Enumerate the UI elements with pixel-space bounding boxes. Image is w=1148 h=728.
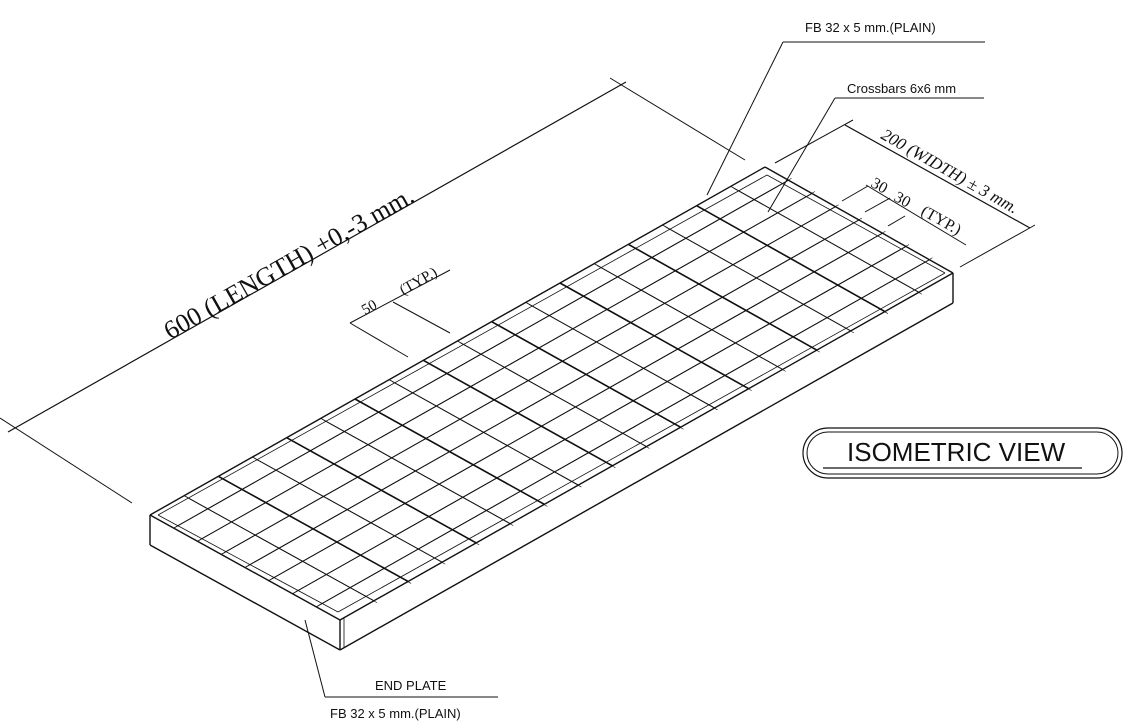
- frame-edge: [149, 166, 766, 516]
- grating-crossbar-edge: [271, 230, 886, 579]
- bar-pitch-typ: (TYP.): [918, 203, 964, 239]
- side-bar-bottom: [339, 302, 954, 651]
- frame-edge: [764, 166, 954, 274]
- grating-bar-edge: [357, 400, 548, 507]
- grating-bar-edge: [733, 188, 923, 295]
- grating-body: [149, 166, 954, 651]
- grating-bar-edge: [665, 226, 854, 334]
- end-plate-callout: END PLATE FB 32 x 5 mm.(PLAIN): [304, 619, 498, 721]
- frame-inner-edge: [157, 514, 339, 613]
- crossbar-callout: Crossbars 6x6 mm: [767, 81, 984, 213]
- end-plate-title: END PLATE: [375, 678, 447, 693]
- frame-inner-edge: [157, 174, 768, 516]
- grating-bar-edge: [255, 458, 446, 565]
- view-title: ISOMETRIC VIEW: [847, 437, 1066, 467]
- grating-crossbar-edge: [176, 177, 792, 527]
- grating-bar-edge: [460, 342, 650, 449]
- grating-bar-edge: [289, 439, 480, 546]
- crossbar-label: Crossbars 6x6 mm: [847, 81, 956, 96]
- grating-bar-edge: [392, 381, 582, 488]
- view-title-box: ISOMETRIC VIEW: [802, 427, 1123, 479]
- grating-crossbar-edge: [319, 257, 933, 606]
- frame-inner-edge: [766, 174, 946, 274]
- grating-bar-edge: [187, 497, 378, 603]
- grating-bar-edge: [323, 420, 514, 526]
- grating-bar-edge: [699, 207, 889, 314]
- end-plate-spec: FB 32 x 5 mm.(PLAIN): [330, 706, 461, 721]
- grating-bar-edge: [221, 478, 412, 584]
- crossbar-pitch-label: 50: [359, 297, 380, 318]
- crossbar-pitch-typ: (TYP.): [397, 265, 440, 299]
- grating-bar-edge: [528, 304, 718, 411]
- bar-pitch-dimension: 30 30 (TYP.): [841, 175, 967, 246]
- grating-crossbar-edge: [200, 191, 816, 540]
- grating-crossbar-edge: [295, 244, 910, 593]
- frame-inner-edge: [337, 272, 946, 613]
- grating-crossbar-edge: [247, 217, 863, 566]
- grating-bar-edge: [562, 284, 752, 391]
- frame-edge: [149, 514, 341, 621]
- bearing-bar-label: FB 32 x 5 mm.(PLAIN): [805, 20, 936, 35]
- grating-bar-edge: [494, 323, 684, 430]
- grating-bar-edge: [426, 362, 616, 469]
- grating-crossbar-edge: [224, 204, 839, 553]
- grating-bar-edge: [597, 265, 786, 372]
- frame-edge: [339, 272, 954, 621]
- length-dimension-label: 600 (LENGTH) +0,-3 mm.: [159, 181, 419, 345]
- bar-pitch-a: 30: [868, 175, 890, 198]
- grating-bar-edge: [631, 246, 820, 353]
- bearing-bar-callout: FB 32 x 5 mm.(PLAIN): [706, 20, 985, 196]
- crossbar-pitch-dimension: 50 (TYP.): [349, 265, 451, 358]
- bar-pitch-b: 30: [891, 189, 913, 212]
